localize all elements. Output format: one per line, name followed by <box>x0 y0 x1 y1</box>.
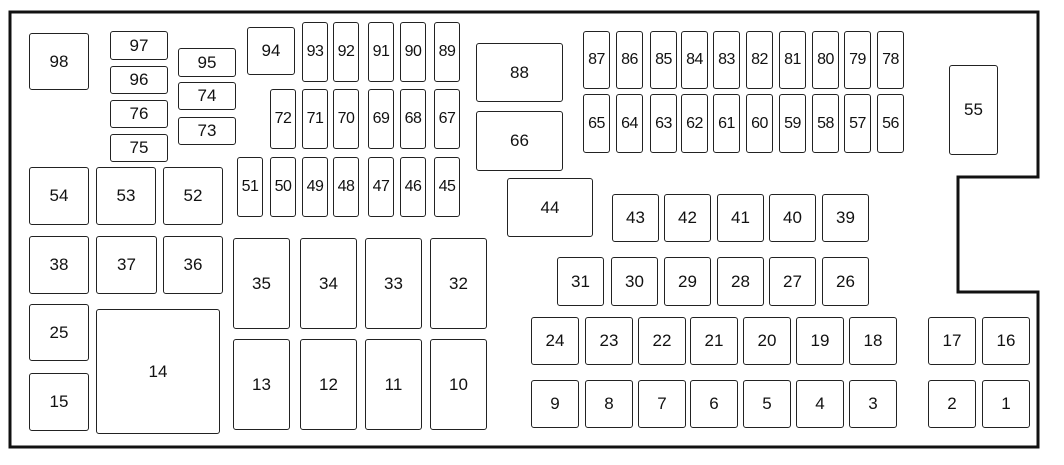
fuse-slot-21: 21 <box>690 317 738 365</box>
fuse-slot-9: 9 <box>531 380 579 428</box>
fuse-slot-48: 48 <box>333 157 359 217</box>
fuse-slot-78: 78 <box>877 31 904 89</box>
fuse-slot-95: 95 <box>178 48 236 77</box>
fuse-slot-54: 54 <box>29 167 89 225</box>
fuse-slot-42: 42 <box>664 194 711 242</box>
fuse-slot-13: 13 <box>233 339 290 430</box>
fuse-slot-4: 4 <box>796 380 844 428</box>
fuse-slot-65: 65 <box>583 94 610 153</box>
fuse-slot-43: 43 <box>612 194 659 242</box>
fuse-slot-6: 6 <box>690 380 738 428</box>
fuse-slot-7: 7 <box>638 380 686 428</box>
fuse-slot-71: 71 <box>302 89 328 149</box>
fuse-slot-11: 11 <box>365 339 422 430</box>
fuse-slot-80: 80 <box>812 31 839 89</box>
fuse-slot-44: 44 <box>507 178 593 237</box>
fuse-slot-45: 45 <box>434 157 460 217</box>
fuse-slot-53: 53 <box>96 167 156 225</box>
fuse-slot-30: 30 <box>611 257 658 306</box>
fuse-slot-86: 86 <box>616 31 643 89</box>
fuse-slot-26: 26 <box>822 257 869 306</box>
fuse-slot-61: 61 <box>713 94 740 153</box>
fuse-slot-49: 49 <box>302 157 328 217</box>
fuse-slot-16: 16 <box>982 317 1030 365</box>
fuse-slot-66: 66 <box>476 111 563 171</box>
fuse-slot-51: 51 <box>237 157 263 217</box>
fuse-slot-85: 85 <box>650 31 677 89</box>
fuse-slot-35: 35 <box>233 238 290 329</box>
fuse-slot-47: 47 <box>368 157 394 217</box>
fuse-slot-39: 39 <box>822 194 869 242</box>
fuse-slot-34: 34 <box>300 238 357 329</box>
fuse-slot-2: 2 <box>928 380 976 428</box>
fuse-slot-8: 8 <box>585 380 633 428</box>
fuse-slot-84: 84 <box>681 31 708 89</box>
fuse-slot-12: 12 <box>300 339 357 430</box>
fuse-slot-28: 28 <box>717 257 764 306</box>
fuse-slot-23: 23 <box>585 317 633 365</box>
fuse-slot-24: 24 <box>531 317 579 365</box>
fuse-slot-3: 3 <box>849 380 897 428</box>
fuse-slot-19: 19 <box>796 317 844 365</box>
fuse-slot-91: 91 <box>368 22 394 82</box>
fuse-slot-14: 14 <box>96 309 220 434</box>
fuse-slot-33: 33 <box>365 238 422 329</box>
fuse-slot-60: 60 <box>746 94 773 153</box>
fuse-slot-68: 68 <box>400 89 426 149</box>
fuse-slot-1: 1 <box>982 380 1030 428</box>
fuse-box-border <box>8 10 1040 449</box>
fuse-slot-27: 27 <box>769 257 816 306</box>
fuse-slot-31: 31 <box>557 257 604 306</box>
fuse-slot-74: 74 <box>178 82 236 110</box>
fuse-slot-72: 72 <box>270 89 296 149</box>
fuse-slot-76: 76 <box>110 100 168 128</box>
fuse-slot-62: 62 <box>681 94 708 153</box>
fuse-slot-96: 96 <box>110 66 168 94</box>
fuse-slot-79: 79 <box>844 31 871 89</box>
fuse-slot-57: 57 <box>844 94 871 153</box>
fuse-slot-87: 87 <box>583 31 610 89</box>
fuse-slot-73: 73 <box>178 117 236 145</box>
fuse-slot-20: 20 <box>743 317 791 365</box>
fuse-slot-63: 63 <box>650 94 677 153</box>
fuse-slot-97: 97 <box>110 31 168 60</box>
fuse-slot-32: 32 <box>430 238 487 329</box>
fuse-slot-89: 89 <box>434 22 460 82</box>
fuse-slot-25: 25 <box>29 304 89 361</box>
fuse-slot-17: 17 <box>928 317 976 365</box>
fuse-slot-40: 40 <box>769 194 816 242</box>
fuse-slot-37: 37 <box>96 236 157 294</box>
fuse-slot-5: 5 <box>743 380 791 428</box>
fuse-slot-88: 88 <box>476 43 563 102</box>
fuse-slot-81: 81 <box>779 31 806 89</box>
fuse-slot-18: 18 <box>849 317 897 365</box>
fuse-slot-67: 67 <box>434 89 460 149</box>
fuse-slot-52: 52 <box>163 167 223 225</box>
fuse-slot-10: 10 <box>430 339 487 430</box>
fuse-slot-90: 90 <box>400 22 426 82</box>
fuse-slot-50: 50 <box>270 157 296 217</box>
fuse-slot-15: 15 <box>29 373 89 431</box>
fuse-slot-56: 56 <box>877 94 904 153</box>
fuse-slot-29: 29 <box>664 257 711 306</box>
fuse-slot-58: 58 <box>812 94 839 153</box>
fuse-slot-59: 59 <box>779 94 806 153</box>
fuse-slot-70: 70 <box>333 89 359 149</box>
fuse-slot-55: 55 <box>949 65 998 155</box>
fuse-slot-69: 69 <box>368 89 394 149</box>
fuse-slot-98: 98 <box>29 33 89 90</box>
fuse-slot-83: 83 <box>713 31 740 89</box>
fuse-slot-36: 36 <box>163 236 223 294</box>
fuse-slot-94: 94 <box>247 27 295 75</box>
fuse-slot-46: 46 <box>400 157 426 217</box>
fuse-slot-38: 38 <box>29 236 89 294</box>
fuse-slot-22: 22 <box>638 317 686 365</box>
fuse-slot-82: 82 <box>746 31 773 89</box>
fuse-slot-64: 64 <box>616 94 643 153</box>
fuse-slot-41: 41 <box>717 194 764 242</box>
fuse-slot-93: 93 <box>302 22 328 82</box>
fuse-slot-75: 75 <box>110 134 168 162</box>
fuse-slot-92: 92 <box>333 22 359 82</box>
